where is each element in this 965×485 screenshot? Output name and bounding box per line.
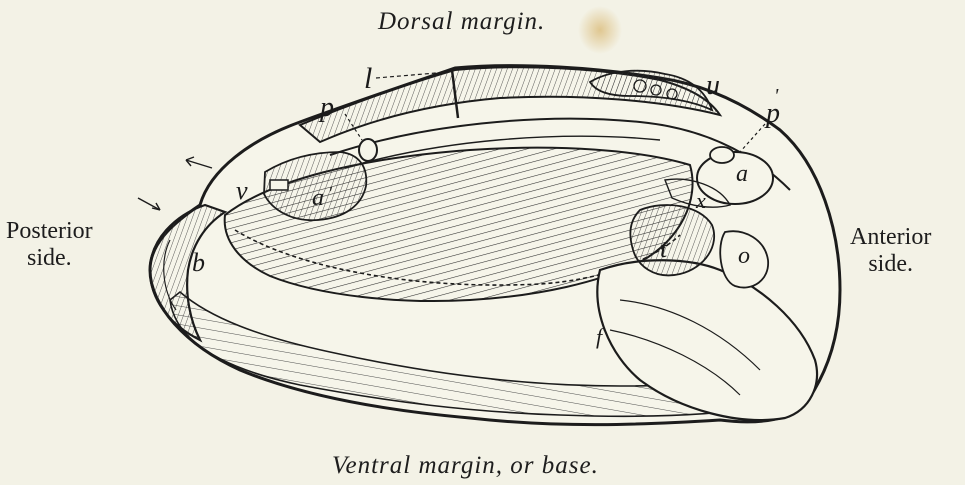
label-anterior-pedal-prime: ' (774, 86, 778, 106)
posterior-caption-line1: Posterior (6, 218, 93, 245)
label-mouth: o (738, 244, 750, 268)
label-ventricle: v (236, 178, 248, 204)
dorsal-margin-caption: Dorsal margin. (378, 8, 545, 36)
label-visceral: x (696, 190, 706, 212)
label-posterior-pedal: p (320, 94, 334, 122)
posterior-side-caption: Posterior side. (6, 218, 93, 272)
label-posterior-adductor-prime: ' (328, 184, 332, 202)
anterior-adductor (697, 152, 773, 204)
label-palps: t (660, 236, 667, 262)
anterior-caption-line2: side. (850, 251, 931, 278)
anterior-side-caption: Anterior side. (850, 224, 931, 278)
ventral-margin-caption: Ventral margin, or base. (332, 452, 599, 480)
paper-stain (578, 6, 622, 54)
label-ligament: l (364, 64, 372, 94)
label-siphon: b (192, 250, 205, 276)
posterior-caption-line2: side. (6, 245, 93, 272)
label-umbo: u (706, 72, 720, 100)
label-foot: f (596, 326, 602, 348)
label-anterior-adductor: a (736, 162, 748, 186)
label-posterior-adductor: a (312, 186, 324, 210)
anterior-caption-line1: Anterior (850, 224, 931, 251)
